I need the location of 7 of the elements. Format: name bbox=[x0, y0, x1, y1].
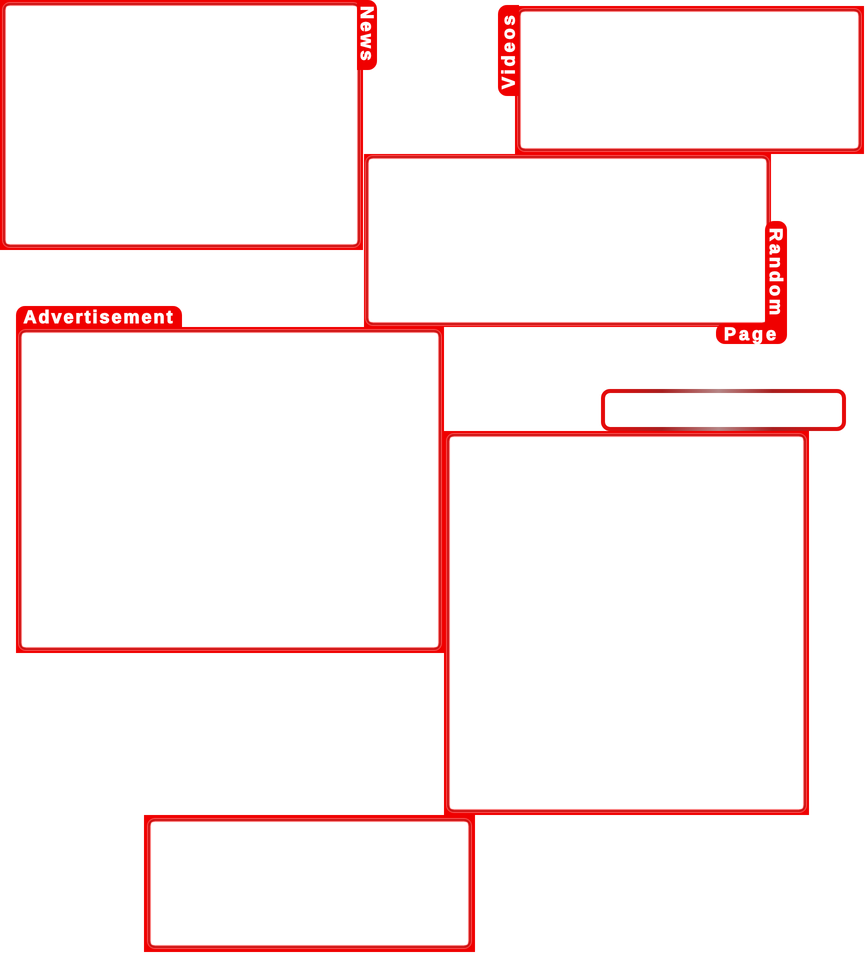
panel-tab: Page bbox=[716, 323, 787, 344]
content-panel bbox=[444, 431, 809, 815]
panel-tab: Advertisement bbox=[16, 306, 182, 328]
content-panel bbox=[144, 815, 475, 952]
panel-tab: Videos bbox=[498, 5, 519, 96]
panel-tab: Random bbox=[765, 221, 787, 325]
panel-tab: News bbox=[357, 0, 377, 70]
